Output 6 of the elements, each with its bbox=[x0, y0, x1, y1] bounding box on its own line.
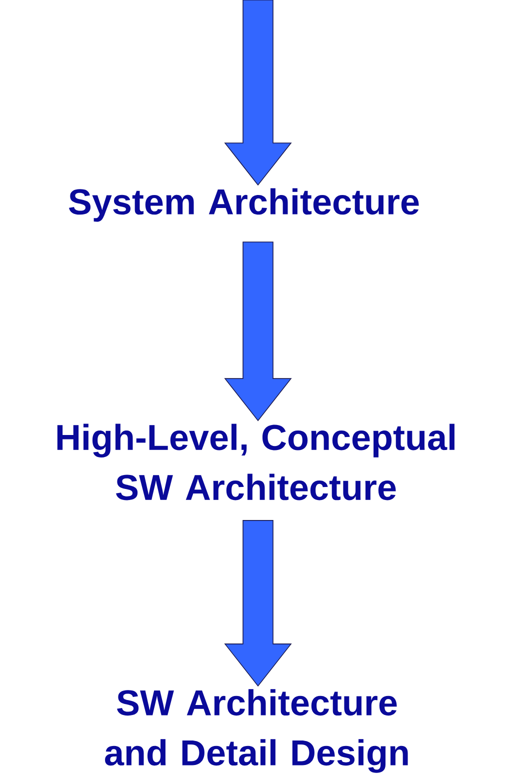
heading-text: SW Architecture and Detail Design bbox=[105, 689, 408, 773]
block-arrow bbox=[224, 242, 292, 422]
heading-text: High-Level, Conceptual SW Architecture bbox=[57, 424, 454, 500]
block-arrow bbox=[224, 520, 292, 687]
heading-text: System Architecture bbox=[68, 188, 419, 222]
block-arrow bbox=[224, 0, 292, 186]
